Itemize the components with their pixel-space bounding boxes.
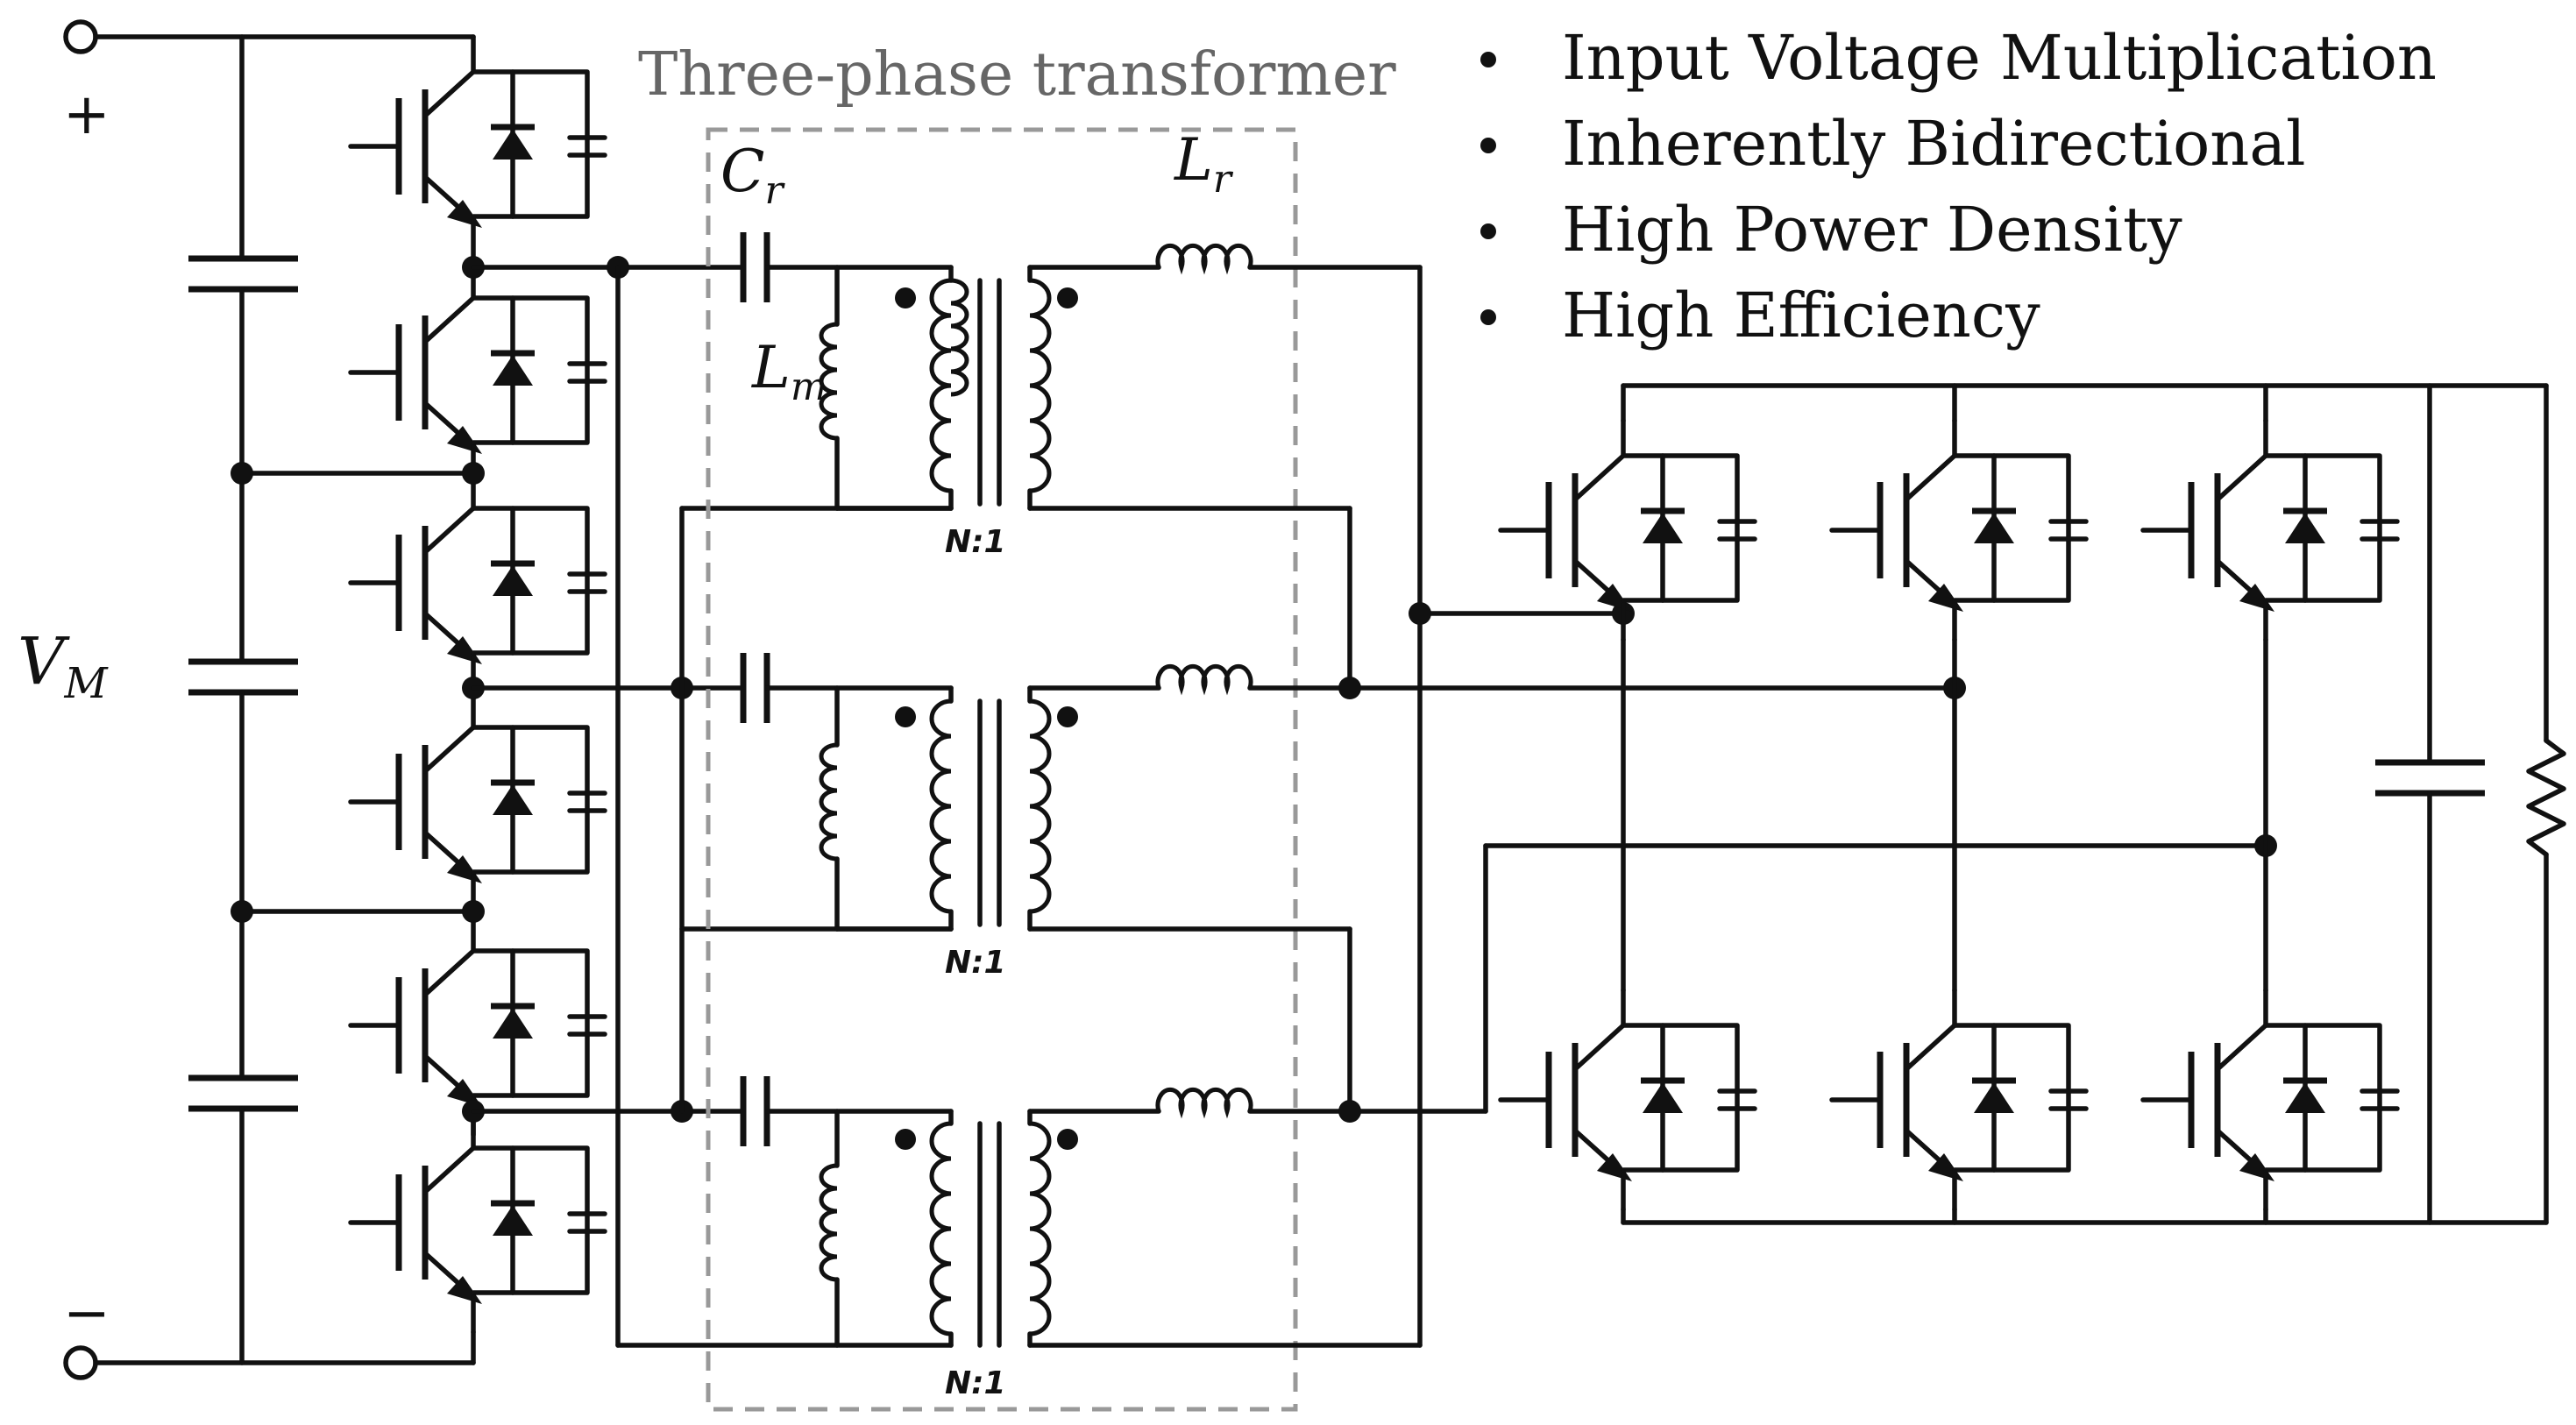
minus-terminal <box>63 1345 98 1380</box>
plus-terminal <box>63 19 98 54</box>
input-capacitor-stack <box>188 34 298 1365</box>
phase-c-tank: N:1 <box>740 1076 1423 1401</box>
feature-list: Input Voltage Multiplication Inherently … <box>1480 22 2437 351</box>
plus-sign: + <box>63 82 110 147</box>
minus-sign: − <box>63 1281 110 1346</box>
output-capacitor <box>2375 383 2485 1225</box>
vm-label: VM <box>18 624 109 708</box>
lr-label: Lr <box>1174 126 1234 202</box>
ratio-b: N:1 <box>945 945 1006 981</box>
phase-b-tank: N:1 <box>740 653 1352 981</box>
output-bridge <box>1501 383 2549 1225</box>
bullet-3: High Power Density <box>1562 194 2182 266</box>
phase-a-tank: N:1 <box>740 232 1423 560</box>
bullet-2: Inherently Bidirectional <box>1562 108 2306 180</box>
lm-label: Lm <box>751 334 827 409</box>
bullet-1: Input Voltage Multiplication <box>1562 22 2437 94</box>
load-resistor <box>2526 383 2566 1225</box>
cr-label: Cr <box>720 138 786 213</box>
bullet-4: High Efficiency <box>1562 280 2040 351</box>
transformer-title: Three-phase transformer <box>638 40 1396 110</box>
ratio-a: N:1 <box>945 524 1006 560</box>
input-switch-column <box>351 37 605 1365</box>
transformer-boundary <box>706 127 1298 1412</box>
ratio-c: N:1 <box>945 1365 1006 1401</box>
